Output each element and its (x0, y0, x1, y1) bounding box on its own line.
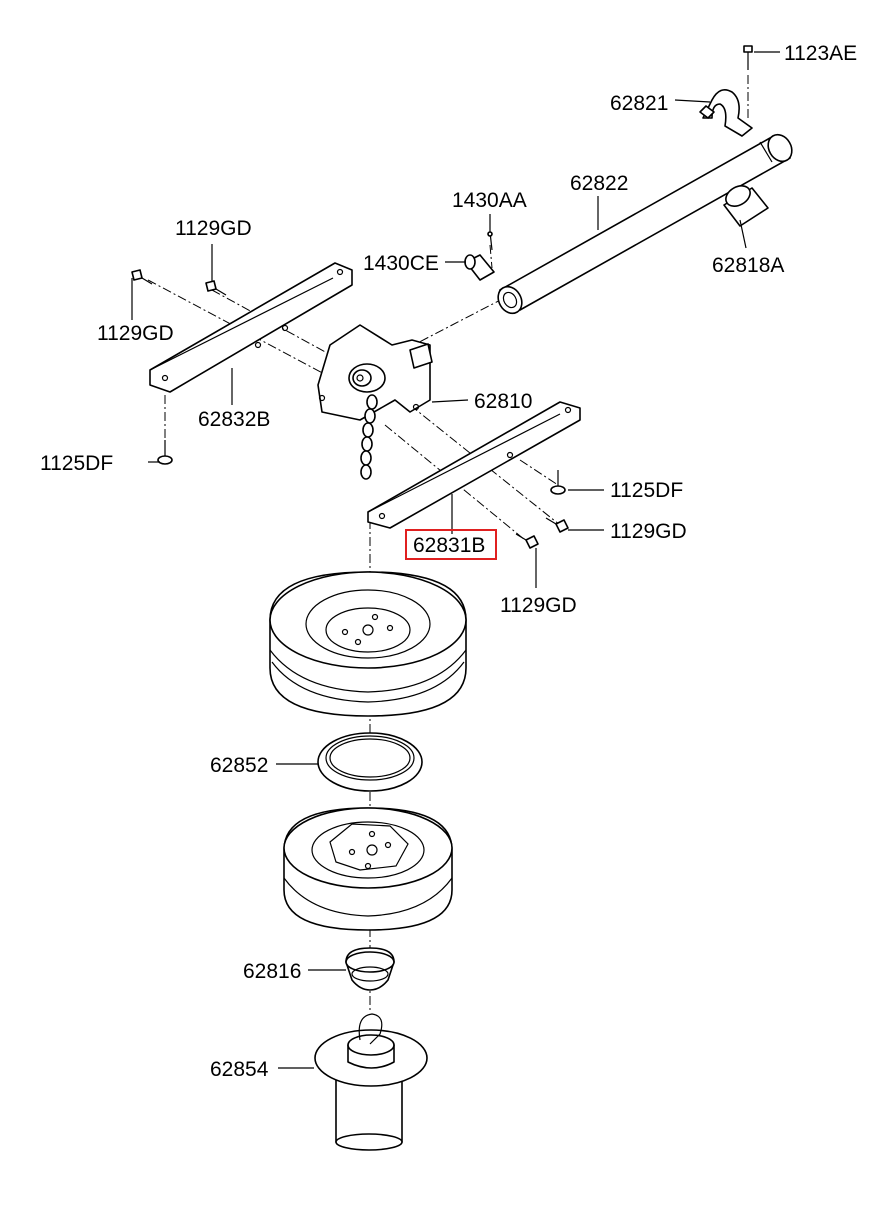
label-62810[interactable]: 62810 (474, 390, 532, 413)
label-1430AA[interactable]: 1430AA (452, 189, 527, 212)
part-62821-bracket (699, 89, 753, 137)
part-62831B-bracket (367, 401, 581, 529)
highlight-box-62831B (405, 529, 497, 560)
part-labels: 1123AE 62821 62822 1430AA 1430CE 62818A … (40, 42, 857, 1081)
bolt-1125DF-a-icon (157, 440, 173, 465)
part-62810-winch (317, 324, 433, 480)
spare-wheel-lower (283, 807, 453, 931)
label-62832B[interactable]: 62832B (198, 408, 270, 431)
label-1430CE[interactable]: 1430CE (363, 252, 439, 275)
bolt-1129GD-a-icon (131, 269, 153, 285)
label-1129GD-left[interactable]: 1129GD (97, 322, 174, 345)
label-62831B[interactable]: 62831B (413, 534, 485, 557)
part-1430AA-pin (487, 231, 493, 251)
bolt-1129GD-c-icon (545, 517, 569, 533)
label-62854[interactable]: 62854 (210, 1058, 269, 1081)
part-62818A-bushing (723, 185, 769, 227)
label-1123AE[interactable]: 1123AE (784, 42, 857, 65)
label-62816[interactable]: 62816 (243, 960, 301, 983)
label-1125DF-right[interactable]: 1125DF (610, 479, 683, 502)
winch-chain (360, 394, 378, 480)
bolt-1129GD-d-icon (515, 533, 539, 549)
label-62821[interactable]: 62821 (610, 92, 668, 115)
part-62832B-bracket (149, 262, 353, 393)
part-62816-retainer (345, 947, 395, 991)
part-1430CE-pin (464, 254, 495, 281)
label-62822[interactable]: 62822 (570, 172, 628, 195)
part-62852-ring (317, 732, 423, 792)
bolts (131, 269, 569, 549)
spare-tire-upper (269, 571, 467, 717)
label-1129GD-right[interactable]: 1129GD (610, 520, 687, 543)
label-1129GD-bottom[interactable]: 1129GD (500, 594, 577, 617)
label-1129GD-top[interactable]: 1129GD (175, 217, 252, 240)
label-1125DF-left[interactable]: 1125DF (40, 452, 113, 475)
leader-lines (131, 51, 780, 1069)
bolt-1129GD-b-icon (205, 280, 227, 296)
bolt-1125DF-b-icon (550, 470, 566, 495)
part-1123AE-bolt (743, 45, 753, 70)
label-62852[interactable]: 62852 (210, 754, 268, 777)
part-62822-tube (497, 133, 793, 315)
label-62818A[interactable]: 62818A (712, 254, 784, 277)
part-62854-plate (314, 1013, 428, 1151)
